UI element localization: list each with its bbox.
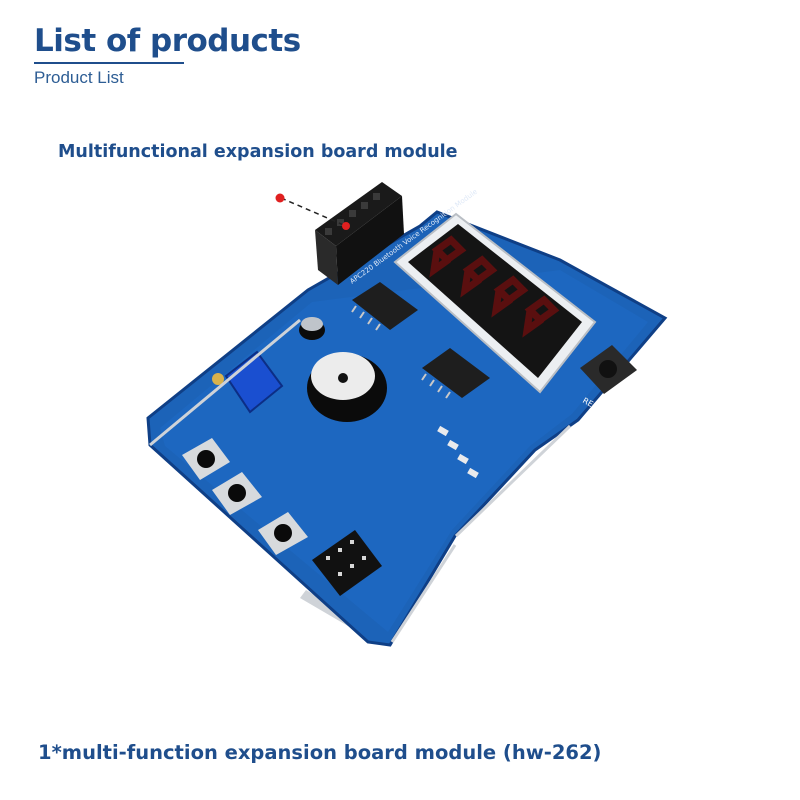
- left-pin-row: [149, 318, 301, 447]
- title-underline: [34, 62, 184, 64]
- ic-chips: [351, 282, 490, 399]
- buzzer: [307, 352, 387, 422]
- push-buttons: [182, 438, 308, 555]
- pointer-annotation: [275, 193, 350, 230]
- leds: [437, 425, 479, 479]
- page-title: List of products: [34, 23, 301, 59]
- right-pin-row: [390, 424, 572, 643]
- capacitor: [299, 317, 325, 340]
- male-header-block: [312, 530, 382, 596]
- page-header: List of products Product List: [34, 26, 301, 88]
- seven-segment-display: [393, 212, 597, 394]
- female-header: [315, 182, 404, 285]
- page-subtitle: Product List: [34, 68, 124, 87]
- product-caption-top: Multifunctional expansion board module: [58, 142, 458, 162]
- potentiometer: [212, 350, 284, 414]
- product-caption-bottom: 1*multi-function expansion board module …: [38, 741, 602, 764]
